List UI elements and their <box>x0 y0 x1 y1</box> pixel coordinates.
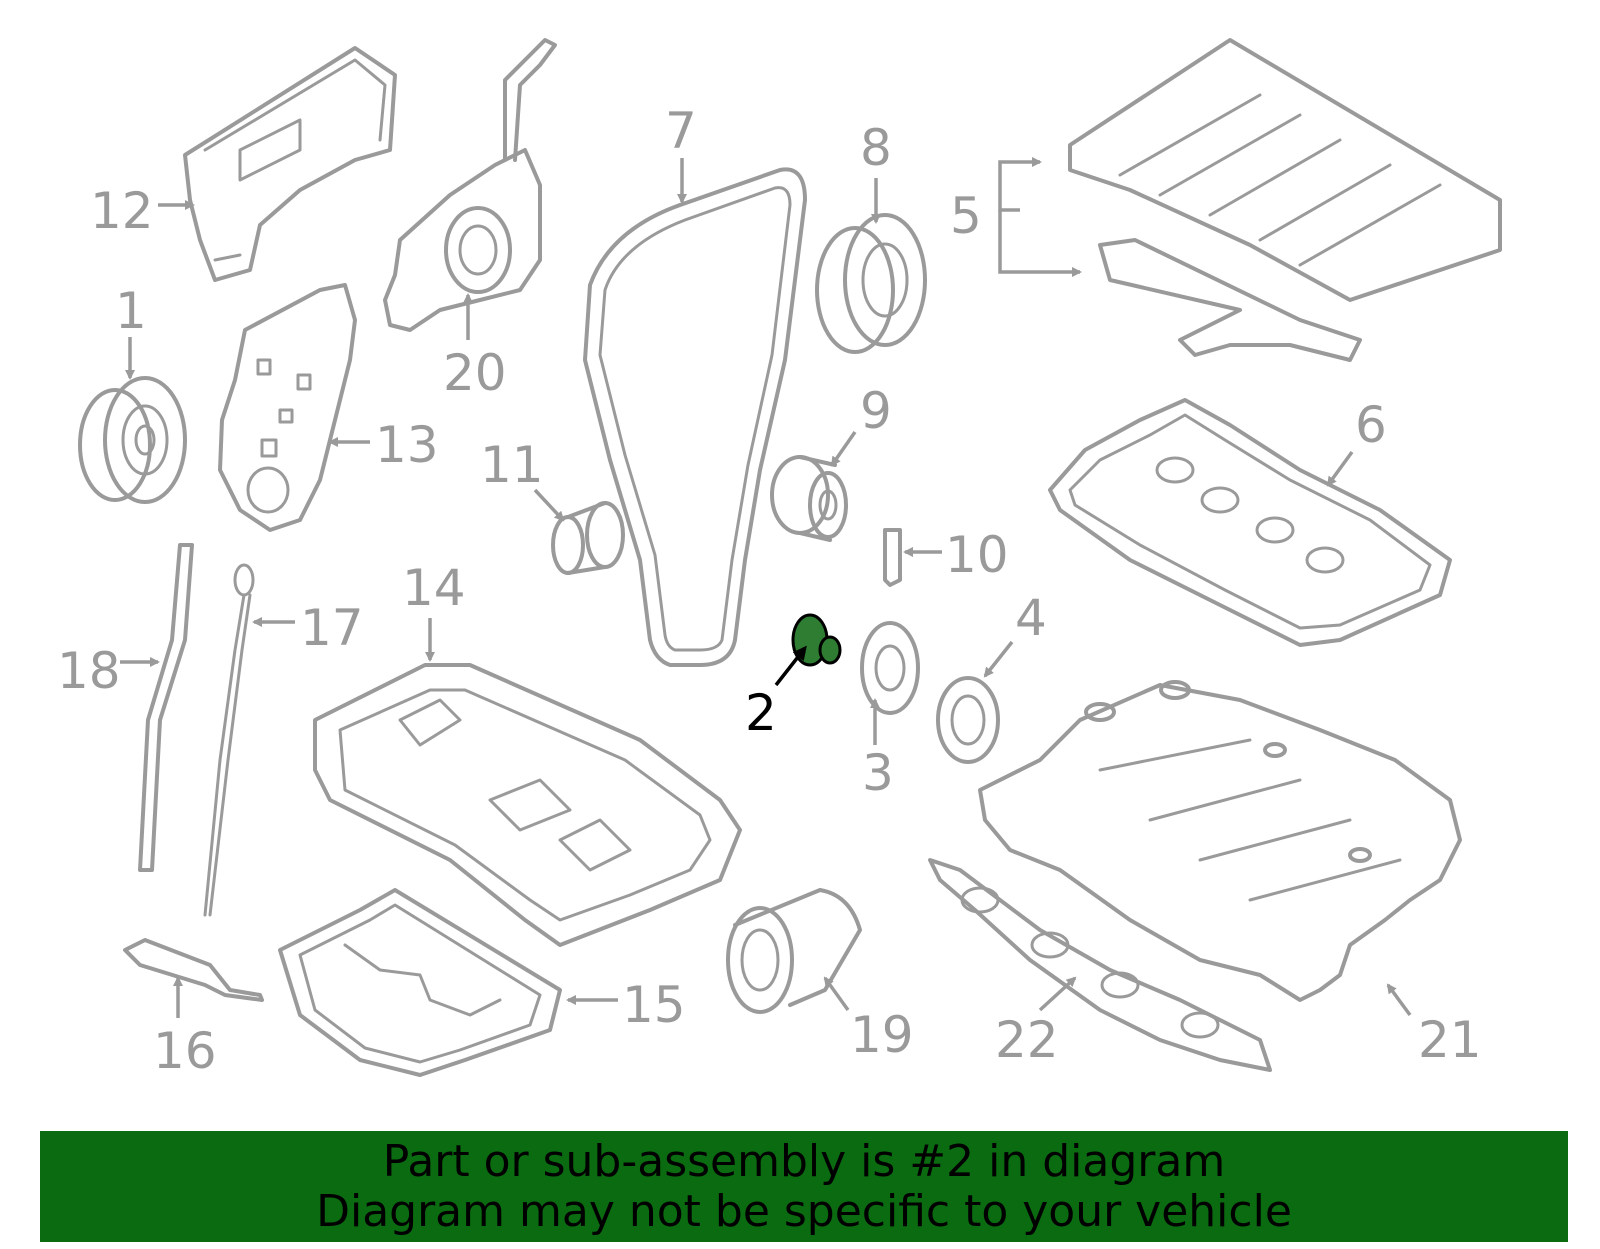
part-22-intake-gasket <box>928 858 1272 1072</box>
leader-lines <box>120 157 1412 1018</box>
part-4-sprocket <box>936 676 1000 764</box>
callout-1: 1 <box>115 282 147 340</box>
part-21-intake-manifold <box>978 680 1462 1002</box>
callout-18: 18 <box>57 642 121 700</box>
banner-line-2: Diagram may not be specific to your vehi… <box>316 1185 1292 1237</box>
part-9-tensioner <box>770 455 848 542</box>
callout-3: 3 <box>862 744 894 802</box>
banner-line-1: Part or sub-assembly is #2 in diagram <box>382 1135 1226 1187</box>
part-8-cam-pulley <box>815 213 927 354</box>
callout-11: 11 <box>480 436 544 494</box>
part-12-timing-cover-upper <box>183 46 397 282</box>
part-13-timing-cover-lower <box>218 283 357 532</box>
part-15-oil-pan-lower <box>278 888 562 1077</box>
callout-6: 6 <box>1355 396 1387 454</box>
callout-7: 7 <box>665 102 697 160</box>
callout-22: 22 <box>995 1011 1059 1069</box>
part-1-crank-pulley <box>78 376 187 504</box>
callout-15: 15 <box>622 976 686 1034</box>
callout-16: 16 <box>153 1022 217 1080</box>
part-19-oil-filter <box>726 888 862 1014</box>
part-14-oil-pan-upper <box>313 663 742 947</box>
part-11-idler-pulley <box>551 501 625 575</box>
callout-14: 14 <box>402 559 466 617</box>
info-banner: Part or sub-assembly is #2 in diagram Di… <box>40 1131 1568 1242</box>
part-6-gasket <box>1048 398 1452 647</box>
part-17-dipstick <box>203 563 255 917</box>
part-10-bolt <box>883 528 902 587</box>
callout-21: 21 <box>1418 1011 1482 1069</box>
callout-12: 12 <box>90 182 154 240</box>
callout-4: 4 <box>1015 589 1047 647</box>
part-2-highlighted <box>791 613 842 667</box>
callout-17: 17 <box>300 599 364 657</box>
callout-8: 8 <box>860 119 892 177</box>
callout-5: 5 <box>950 187 982 245</box>
part-20-oil-pump <box>383 38 557 332</box>
callout-13: 13 <box>375 416 439 474</box>
part-5-valve-cover <box>1068 38 1502 362</box>
part-7-timing-belt <box>583 167 807 667</box>
part-18-dipstick-tube <box>138 543 194 872</box>
callout-9: 9 <box>860 382 892 440</box>
callout-10: 10 <box>945 526 1009 584</box>
callout-20: 20 <box>443 344 507 402</box>
callout-2-highlighted: 2 <box>745 684 777 742</box>
part-16-sealant-tube <box>123 938 264 1002</box>
callout-19: 19 <box>850 1006 914 1064</box>
part-3-seal <box>860 621 920 715</box>
